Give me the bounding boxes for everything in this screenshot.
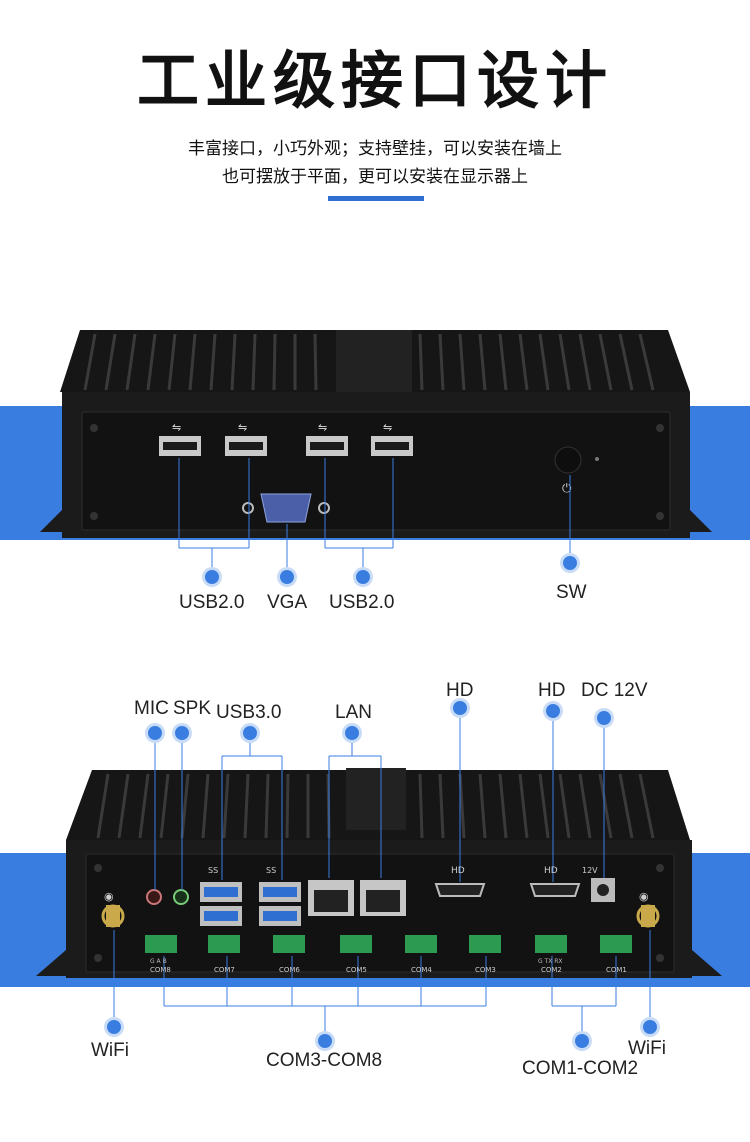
label-usb2-left: USB2.0: [179, 592, 245, 613]
callout-dot-usb-left: [205, 570, 219, 584]
label-usb2-right: USB2.0: [329, 592, 395, 613]
com5-print: COM5: [346, 966, 367, 974]
hdmi-port-1: [434, 883, 486, 897]
com2-print: COM2: [541, 966, 562, 974]
rear-callout-lines: [113, 714, 651, 1036]
callout-dot-usb-right: [356, 570, 370, 584]
callout-dot-hd-2: [546, 704, 560, 718]
subtitle-line-1: 丰富接口，小巧外观；支持壁挂，可以安装在墙上: [188, 139, 562, 159]
callout-dot-vga: [280, 570, 294, 584]
label-wifi-left: WiFi: [91, 1040, 129, 1061]
front-heatsink-fins: [60, 330, 690, 394]
callout-dot-hd-1: [453, 701, 467, 715]
callout-dot-com1-2: [575, 1034, 589, 1048]
front-power-button: [554, 446, 582, 474]
com1-print: COM1: [606, 966, 627, 974]
com4-print: COM4: [411, 966, 432, 974]
gtxrx-print-2: G TX RX: [538, 958, 563, 965]
front-usb-ports: ⇋ ⇋ ⇋ ⇋: [159, 421, 413, 456]
com6-print: COM6: [279, 966, 300, 974]
com3-print: COM3: [475, 966, 496, 974]
label-hd-2: HD: [538, 680, 566, 701]
label-dc-12v: DC 12V: [581, 680, 648, 701]
lan-ports: [308, 880, 406, 916]
callout-dot-usb3: [243, 726, 257, 740]
svg-text:⇋: ⇋: [172, 421, 181, 434]
svg-text:◉: ◉: [104, 890, 114, 903]
callout-dot-lan: [345, 726, 359, 740]
ss-print-2: SS: [266, 866, 277, 875]
callout-dot-spk: [175, 726, 189, 740]
wifi-antenna-right: ◉: [636, 890, 660, 928]
ss-print-1: SS: [208, 866, 219, 875]
com8-print: COM8: [150, 966, 171, 974]
svg-text:◉: ◉: [639, 890, 649, 903]
title-underline: [328, 196, 424, 201]
callout-dot-sw: [563, 556, 577, 570]
front-callout-lines: [178, 458, 571, 576]
rear-heatsink-fins: [66, 768, 690, 840]
hdmi-port-2: [529, 883, 581, 897]
label-sw: SW: [556, 582, 587, 603]
label-mic: MIC: [134, 698, 169, 719]
label-com1-com2: COM1-COM2: [522, 1058, 639, 1079]
label-vga: VGA: [267, 592, 308, 613]
usb3-ports: [200, 882, 301, 926]
hd-print-2: HD: [544, 866, 558, 876]
svg-text:⏻: ⏻: [562, 481, 572, 495]
callout-dot-wifi-right: [643, 1020, 657, 1034]
label-hd-1: HD: [446, 680, 474, 701]
mic-jack: [146, 889, 162, 905]
callout-dot-wifi-left: [107, 1020, 121, 1034]
v12-print: 12V: [582, 866, 598, 875]
label-usb3: USB3.0: [216, 702, 282, 723]
callout-dot-mic: [148, 726, 162, 740]
label-spk: SPK: [173, 698, 212, 719]
label-com3-com8: COM3-COM8: [266, 1050, 383, 1071]
front-vga-port: [242, 493, 330, 523]
callout-dot-dc: [597, 711, 611, 725]
label-lan: LAN: [335, 702, 372, 723]
gab-print-8: G A B: [150, 958, 167, 965]
com-terminal-blocks: [145, 935, 632, 953]
hd-print-1: HD: [451, 866, 465, 876]
callout-dot-com3-8: [318, 1034, 332, 1048]
page-title: 工业级接口设计: [136, 44, 613, 117]
subtitle-line-2: 也可摆放于平面，更可以安装在显示器上: [222, 167, 528, 187]
spk-jack: [173, 889, 189, 905]
svg-text:⇋: ⇋: [383, 421, 392, 434]
svg-text:⇋: ⇋: [238, 421, 247, 434]
wifi-antenna-left: ◉: [101, 890, 125, 928]
label-wifi-right: WiFi: [628, 1038, 666, 1059]
com7-print: COM7: [214, 966, 235, 974]
svg-text:⇋: ⇋: [318, 421, 327, 434]
